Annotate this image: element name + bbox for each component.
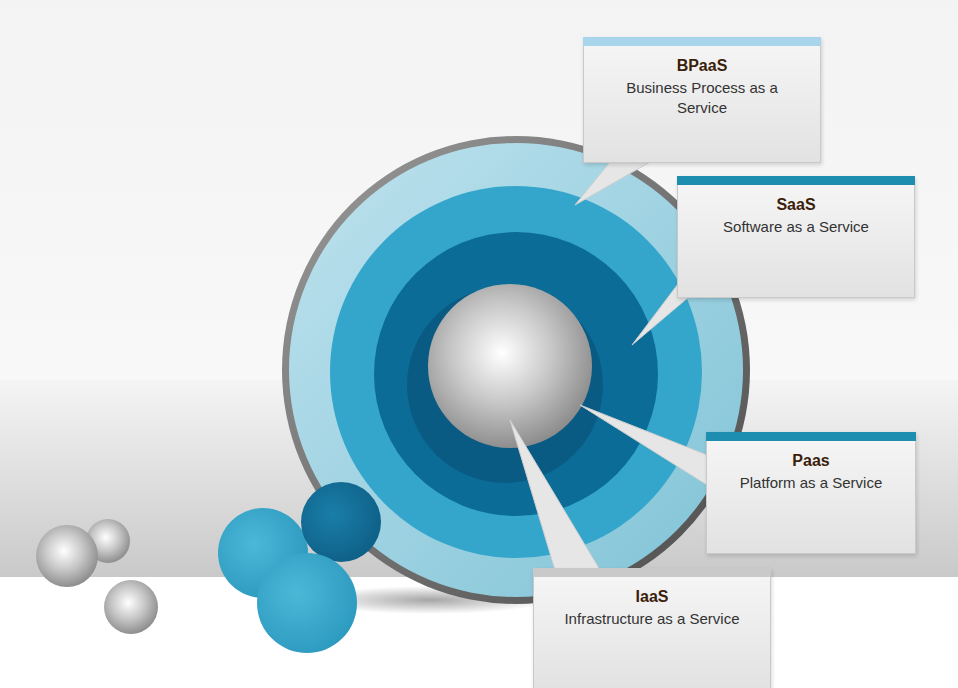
title-bar: [533, 568, 771, 577]
callout-box: PaasPlatform as a Service: [706, 432, 916, 554]
service-acronym: Paas: [717, 451, 905, 471]
callout-box: IaaSInfrastructure as a Service: [533, 568, 771, 688]
service-acronym: IaaS: [544, 587, 760, 607]
service-acronym: BPaaS: [594, 56, 810, 76]
title-bar: [677, 176, 915, 185]
service-name: Platform as a Service: [736, 473, 886, 493]
title-bar: [583, 37, 821, 46]
service-acronym: SaaS: [688, 195, 904, 215]
service-name: Software as a Service: [707, 217, 885, 237]
callout-box: BPaaSBusiness Process as a Service: [583, 37, 821, 163]
callout-box: SaaSSoftware as a Service: [677, 176, 915, 298]
service-name: Business Process as a Service: [613, 78, 791, 118]
title-bar: [706, 432, 916, 441]
service-name: Infrastructure as a Service: [563, 609, 741, 629]
